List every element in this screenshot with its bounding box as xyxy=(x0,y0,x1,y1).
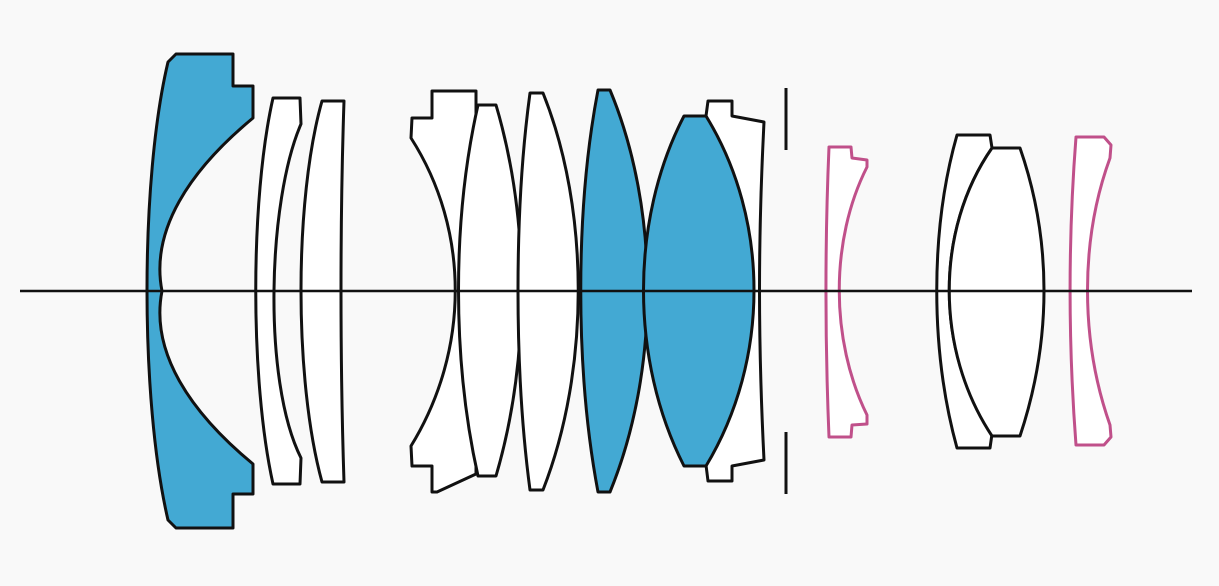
lens-element-1 xyxy=(145,52,255,530)
lens-element-4 xyxy=(409,89,478,494)
lens-element-13-focus xyxy=(1068,135,1113,447)
lens-element-10-focus xyxy=(824,145,869,439)
lens-element-2 xyxy=(254,96,303,486)
